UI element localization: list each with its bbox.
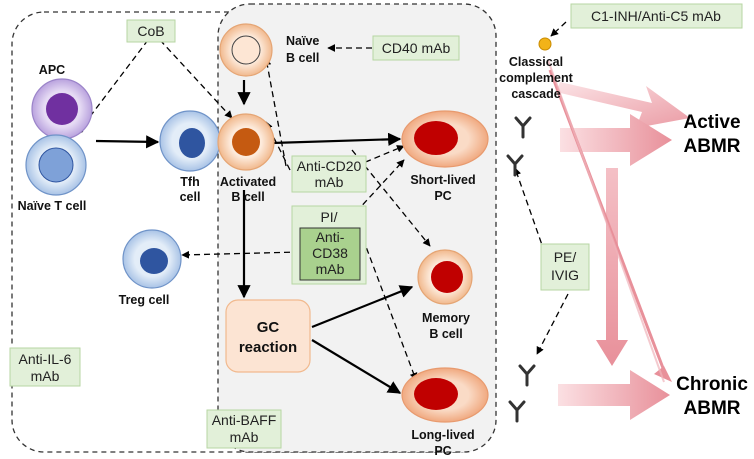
pe-ivig-box	[540, 243, 590, 291]
c1inh-box	[570, 3, 743, 29]
active-abmr-label-1: Active	[683, 112, 740, 133]
pi-label: PI/	[320, 209, 337, 225]
complement-label-1: Classical	[509, 55, 563, 69]
il6-box	[9, 347, 81, 387]
tfh-label-2: cell	[180, 190, 201, 204]
naive-b-cell: Naïve B cell	[219, 23, 319, 77]
antibody-icon	[518, 364, 536, 387]
short-lived-pc: Short-lived PC	[401, 110, 489, 203]
cd40-label: CD40 mAb	[382, 40, 451, 56]
active-to-chronic-arrow	[596, 168, 628, 366]
chronic-abmr-label-2: ABMR	[684, 398, 741, 419]
complement-dot	[538, 37, 552, 51]
naive-b-label-2: B cell	[286, 51, 319, 65]
apc-label: APC	[39, 63, 65, 77]
ab-to-active-arrow	[560, 114, 672, 166]
c1inh-label: C1-INH/Anti-C5 mAb	[591, 8, 721, 24]
complement-label-3: cascade	[511, 87, 560, 101]
activated-b-label-1: Activated	[220, 175, 276, 189]
naive-t-label: Naïve T cell	[18, 199, 87, 213]
activated-b-cell: Activated B cell	[217, 113, 276, 204]
long-pc-label-1: Long-lived	[411, 428, 474, 442]
ab-to-chronic-arrow	[558, 370, 670, 420]
cd20-label-2: mAb	[315, 174, 344, 190]
baff-label-1: Anti-BAFF	[212, 412, 277, 428]
antibody-icon	[506, 154, 524, 177]
short-pc-label-2: PC	[434, 189, 451, 203]
pe-ivig-label-2: IVIG	[551, 267, 579, 283]
memory-b-cell: Memory B cell	[417, 249, 473, 341]
outcome-arrows	[547, 59, 690, 420]
cd38-label-2: CD38	[312, 245, 348, 261]
baff-box	[206, 409, 282, 449]
cob-box	[126, 19, 176, 43]
gc-label-2: reaction	[239, 339, 297, 356]
cd38-box	[299, 227, 361, 281]
long-lived-pc: Long-lived PC	[401, 367, 489, 458]
naive-b-label-1: Naïve	[286, 34, 319, 48]
baff-label-2: mAb	[230, 429, 259, 445]
cd38-label-3: mAb	[316, 261, 345, 277]
antibody-icons	[506, 116, 536, 423]
therapy-boxes: CoB CD40 mAb Anti-CD20 mAb PI/ Anti- CD3…	[9, 3, 743, 449]
gc-reaction: GC reaction	[225, 299, 311, 373]
tfh-label-1: Tfh	[180, 175, 199, 189]
memory-b-label-1: Memory	[422, 311, 470, 325]
antibody-icon	[514, 116, 532, 139]
apc-cell: APC	[31, 63, 93, 140]
treg-label: Treg cell	[119, 293, 170, 307]
solid-arrows	[95, 80, 414, 394]
dashed-arrows	[75, 21, 569, 381]
cascade-to-chronic-line	[547, 59, 665, 383]
tfh-cell: Tfh cell	[159, 110, 221, 204]
cd20-label-1: Anti-CD20	[297, 158, 362, 174]
cells: APC Naïve T cell Tfh cell Naïve B cell A…	[18, 23, 489, 458]
complement-label-2: complement	[499, 71, 573, 85]
il6-label-1: Anti-IL-6	[19, 351, 72, 367]
long-pc-label-2: PC	[434, 444, 451, 458]
complement-to-active-arrow	[556, 82, 690, 128]
antibody-icon	[508, 400, 526, 423]
naive-t-cell: Naïve T cell	[18, 134, 87, 213]
memory-b-label-2: B cell	[429, 327, 462, 341]
treg-cell: Treg cell	[119, 229, 182, 307]
chronic-abmr-label-1: Chronic	[676, 374, 748, 395]
short-pc-label-1: Short-lived	[410, 173, 475, 187]
gc-label-1: GC	[257, 319, 280, 336]
il6-label-2: mAb	[31, 368, 60, 384]
cd20-box	[291, 155, 367, 193]
cd38-label-1: Anti-	[316, 229, 345, 245]
outcomes: Active ABMR Chronic ABMR	[676, 112, 748, 419]
active-abmr-label-2: ABMR	[684, 136, 741, 157]
cob-label: CoB	[137, 23, 164, 39]
pe-ivig-label-1: PE/	[554, 249, 577, 265]
cd40-box	[372, 35, 460, 61]
activated-b-label-2: B cell	[231, 190, 264, 204]
complement-cascade: Classical complement cascade	[499, 37, 574, 101]
